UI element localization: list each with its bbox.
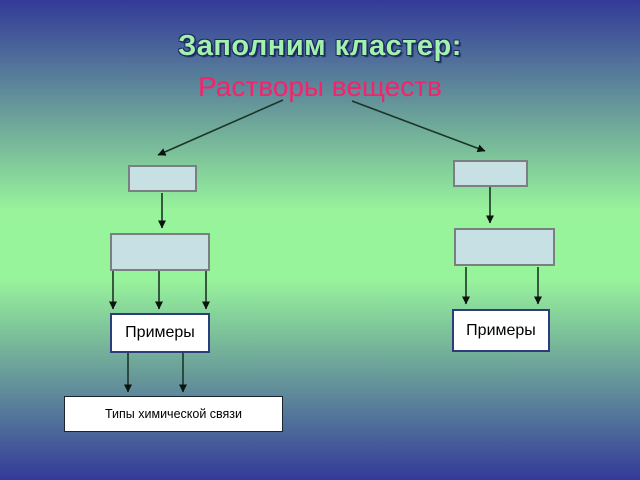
bond-types-box: Типы химической связи [64,396,283,432]
slide-subtitle cluster-root-node: Растворы веществ [198,71,442,102]
examples-box-left: Примеры [110,313,210,353]
cluster-box-right-level1-empty [453,160,528,187]
cluster-box-left-level2-empty [110,233,210,271]
examples-label-right: Примеры [466,321,536,339]
arrow-root-to-left-level1 [157,99,284,156]
arrow-root-to-right-level1 [351,100,486,153]
examples-box-right: Примеры [452,309,550,352]
bond-types-label: Типы химической связи [104,407,243,421]
examples-label-left: Примеры [125,324,195,341]
cluster-box-left-level1-empty [128,165,197,192]
slide-title: Заполним кластер: [178,30,462,62]
cluster-box-right-level2-empty [454,228,555,266]
